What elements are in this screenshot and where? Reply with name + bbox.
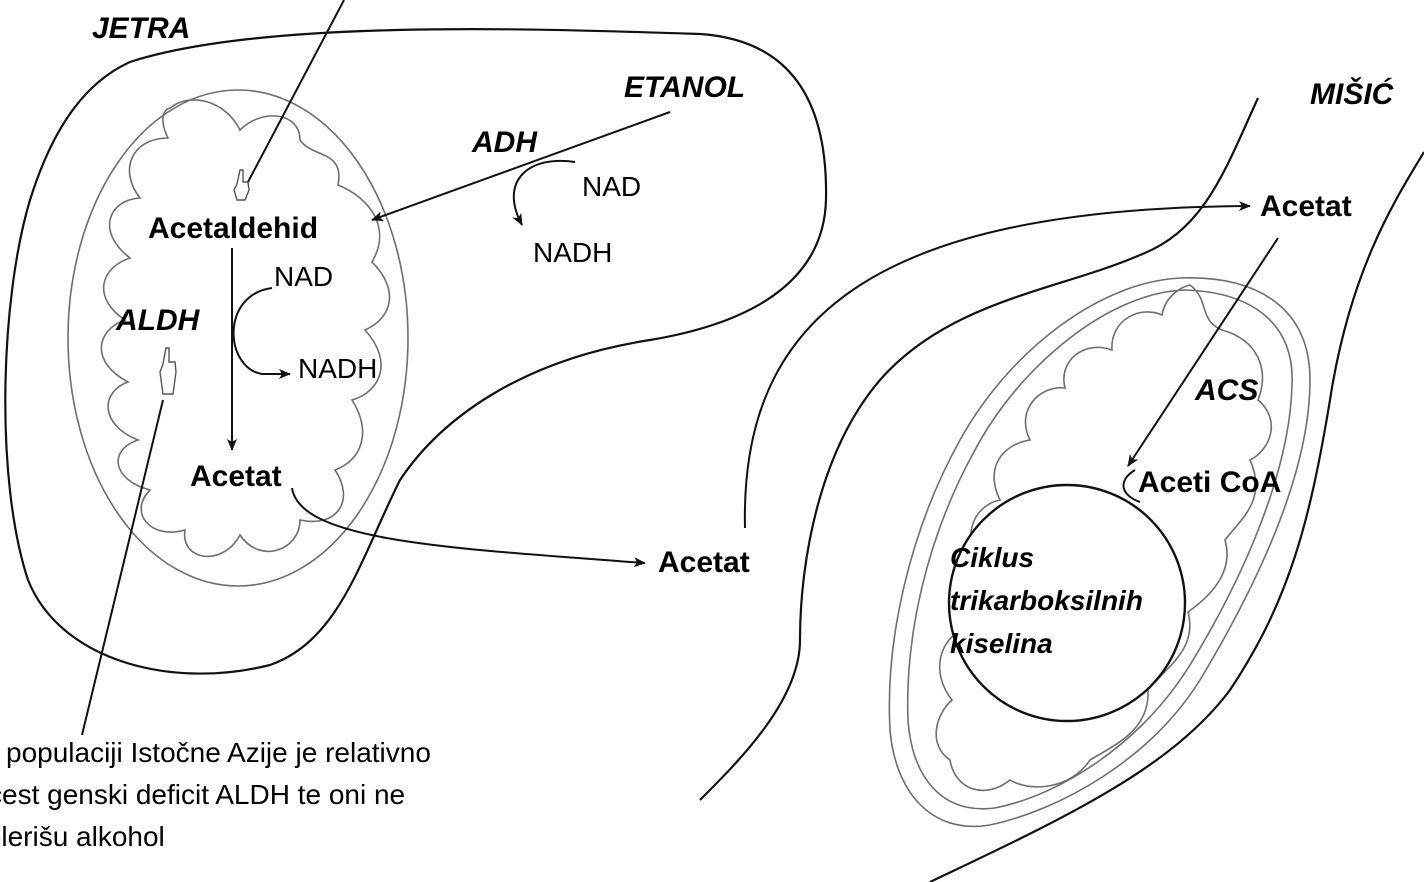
nadh-label: NADH — [533, 237, 612, 268]
hand-pointer-icon — [233, 169, 250, 201]
note-line-1: U populaciji Istočne Azije je relativno — [0, 737, 431, 768]
ethanol-label: ETANOL — [624, 71, 745, 104]
hand-pointer-icon — [159, 347, 177, 395]
acetate-to-acetylcoa-arrow — [1127, 237, 1279, 467]
muscle-membrane-right — [929, 151, 1424, 882]
liver-title: JETRA — [92, 12, 190, 45]
nadh-label: NADH — [298, 353, 377, 384]
note-line-2: čest genski deficit ALDH te oni ne — [0, 779, 405, 810]
muscle-mitochondrion-outer — [888, 277, 1311, 828]
tca-cycle-label-line2: trikarboksilnih — [950, 585, 1143, 616]
acetyl-coa-label: Aceti CoA — [1138, 466, 1281, 499]
liver-mitochondrion-cristae — [100, 99, 391, 558]
acetate-export-arrow — [291, 487, 646, 568]
nad-label: NAD — [582, 171, 641, 202]
ethanol-to-acetaldehyde-arrow — [371, 111, 671, 221]
tca-cycle-label-line3: kiselina — [950, 628, 1053, 659]
aldh-cofactor-arrow — [232, 287, 291, 379]
acetylcoa-into-cycle-arrow — [1122, 469, 1141, 503]
adh-label: ADH — [471, 126, 538, 159]
liver-mitochondrion-outer — [67, 89, 409, 587]
blood-acetate-label: Acetat — [658, 546, 750, 579]
pointer-line-top — [247, 0, 345, 183]
muscle-mitochondrion-inner — [906, 289, 1293, 810]
acetate-to-muscle-arrow — [743, 201, 1251, 529]
nad-label: NAD — [274, 261, 333, 292]
tca-cycle-label-line1: Ciklus — [950, 542, 1034, 573]
muscle-mitochondrion-cristae — [935, 284, 1273, 792]
adh-cofactor-arrow — [512, 159, 576, 226]
acetaldehyde-label: Acetaldehid — [148, 212, 318, 245]
acs-label: ACS — [1194, 374, 1258, 407]
tca-cycle-circle — [947, 483, 1187, 723]
liver-cell-outline — [4, 28, 828, 675]
muscle-acetate-label: Acetat — [1260, 190, 1352, 223]
pointer-line-note — [81, 399, 164, 736]
muscle-membrane-left — [699, 97, 1260, 801]
muscle-title: MIŠIĆ — [1310, 77, 1395, 111]
note-line-3: tolerišu alkohol — [0, 821, 165, 852]
acetate-label: Acetat — [190, 460, 282, 493]
aldh-label: ALDH — [115, 304, 201, 337]
